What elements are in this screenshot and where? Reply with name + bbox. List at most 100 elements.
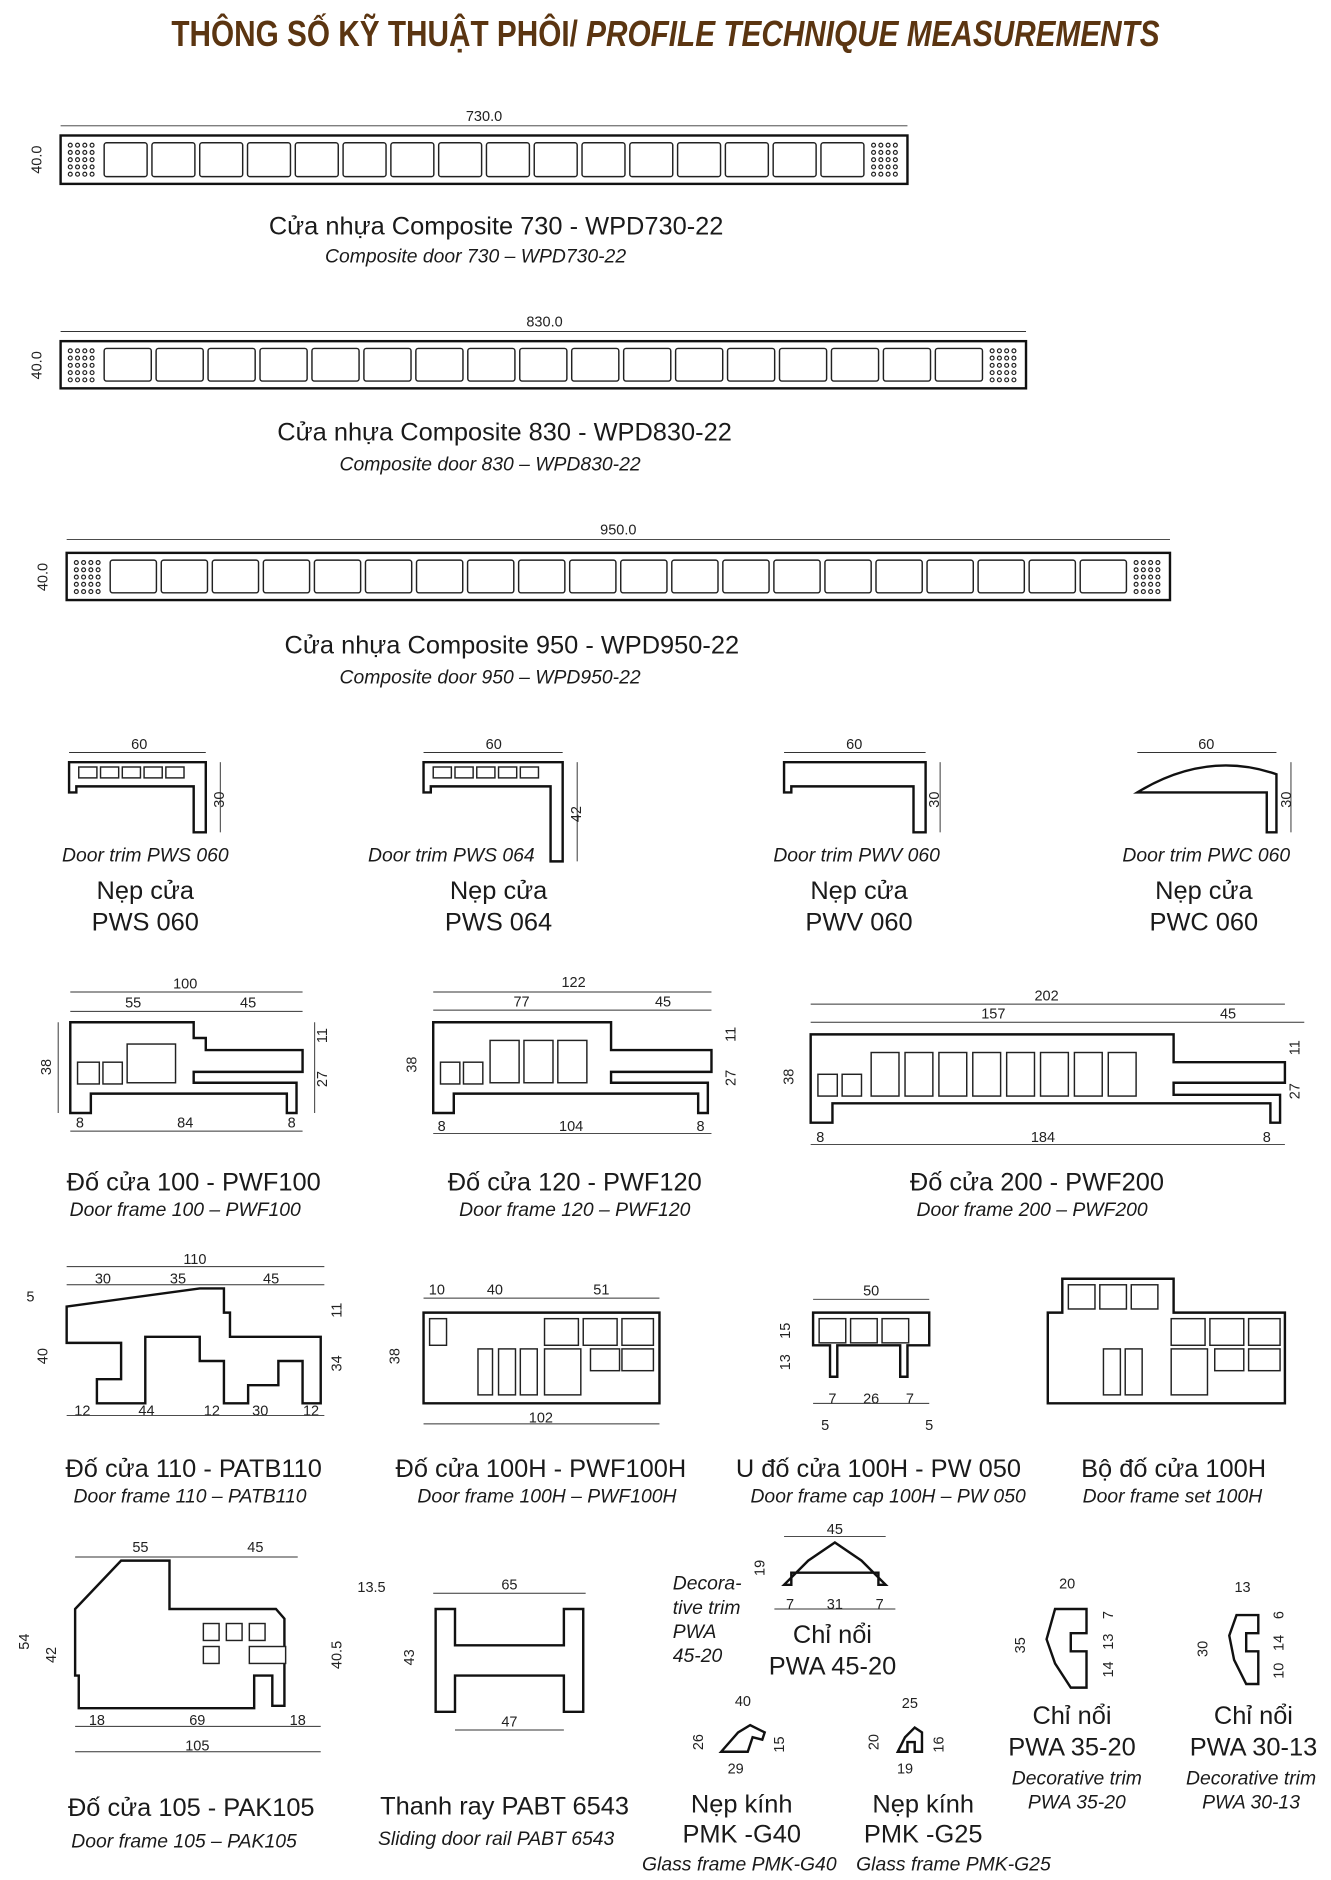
svg-text:25: 25	[902, 1696, 918, 1712]
svg-text:13: 13	[1234, 1580, 1250, 1596]
svg-text:Decora-: Decora-	[673, 1573, 742, 1595]
hole-mark	[67, 142, 73, 148]
dim-width: 830.0	[526, 315, 562, 331]
hole-mark	[67, 348, 73, 354]
profile-label: Cửa nhựa Composite 830 - WPD830-22	[277, 418, 732, 446]
svg-text:13: 13	[778, 1354, 794, 1370]
svg-text:29: 29	[728, 1762, 744, 1778]
svg-text:PWC 060: PWC 060	[1150, 908, 1259, 936]
hole-mark	[89, 142, 95, 148]
hole-mark	[1133, 567, 1139, 573]
svg-text:15: 15	[772, 1736, 788, 1752]
svg-text:Thanh ray PABT 6543: Thanh ray PABT 6543	[380, 1793, 629, 1821]
hole-mark	[885, 171, 891, 177]
chamber-cell	[773, 559, 821, 594]
svg-text:Nẹp cửa: Nẹp cửa	[450, 877, 548, 905]
chamber-cell	[259, 347, 308, 382]
hole-mark	[82, 142, 88, 148]
hole-mark	[82, 149, 88, 155]
svg-text:69: 69	[189, 1713, 205, 1729]
svg-text:Decorative trim: Decorative trim	[1012, 1767, 1142, 1789]
hole-mark	[996, 355, 1002, 361]
hole-mark	[1140, 589, 1146, 595]
hole-mark	[989, 362, 995, 368]
chamber-cell	[882, 347, 932, 382]
hole-mark	[1140, 574, 1146, 580]
chamber-cell	[581, 142, 626, 178]
chamber-cell	[772, 142, 817, 178]
svg-text:13: 13	[1101, 1634, 1117, 1650]
svg-text:18: 18	[290, 1713, 306, 1729]
hole-mark	[996, 362, 1002, 368]
chamber-cell	[313, 559, 362, 594]
svg-text:45: 45	[655, 995, 671, 1011]
hole-mark	[1155, 589, 1161, 595]
chamber-cell	[519, 347, 568, 382]
svg-text:45: 45	[247, 1540, 263, 1556]
hole-mark	[75, 348, 81, 354]
hole-mark	[89, 370, 95, 376]
svg-text:11: 11	[724, 1027, 740, 1042]
chamber-cell	[151, 142, 196, 178]
svg-text:38: 38	[404, 1057, 420, 1073]
chamber-cell	[211, 559, 260, 594]
svg-text:42: 42	[569, 806, 585, 822]
svg-text:55: 55	[125, 996, 141, 1012]
hole-mark	[89, 377, 95, 383]
svg-text:19: 19	[897, 1762, 913, 1778]
svg-text:8: 8	[1263, 1130, 1271, 1146]
hole-mark	[81, 567, 87, 573]
svg-text:7: 7	[876, 1597, 884, 1613]
hole-mark	[1155, 560, 1161, 566]
chamber-cell	[103, 347, 152, 382]
svg-text:35: 35	[170, 1272, 186, 1288]
hole-mark	[1148, 581, 1154, 587]
svg-text:Nẹp kính: Nẹp kính	[691, 1790, 793, 1818]
svg-text:Door trim PWV 060: Door trim PWV 060	[773, 844, 940, 866]
hole-mark	[878, 164, 884, 170]
svg-text:38: 38	[782, 1069, 798, 1085]
svg-text:26: 26	[863, 1391, 879, 1407]
hole-mark	[81, 581, 87, 587]
dim-height: 40.0	[29, 146, 45, 174]
hole-mark	[75, 362, 81, 368]
svg-text:15: 15	[778, 1323, 794, 1339]
hole-mark	[82, 157, 88, 163]
hole-mark	[73, 589, 79, 595]
svg-text:50: 50	[863, 1284, 879, 1300]
chamber-cell	[207, 347, 256, 382]
svg-text:Đố cửa 100H - PWF100H: Đố cửa 100H - PWF100H	[396, 1455, 687, 1483]
hole-mark	[878, 149, 884, 155]
svg-text:Door frame 200 – PWF200: Door frame 200 – PWF200	[916, 1199, 1147, 1221]
chamber-cell	[629, 142, 674, 178]
hole-mark	[89, 348, 95, 354]
svg-text:6: 6	[1272, 1611, 1288, 1619]
hole-mark	[1148, 567, 1154, 573]
hole-mark	[95, 560, 101, 566]
svg-text:PWA 45-20: PWA 45-20	[769, 1652, 897, 1680]
hole-mark	[75, 171, 81, 177]
svg-text:38: 38	[387, 1348, 403, 1364]
trim-3	[782, 752, 941, 834]
hole-mark	[73, 567, 79, 573]
hole-mark	[82, 164, 88, 170]
profile-label: Cửa nhựa Composite 950 - WPD950-22	[285, 631, 740, 659]
chamber-cell	[568, 559, 617, 594]
chamber-cell	[830, 347, 880, 382]
svg-text:Glass frame PMK-G25: Glass frame PMK-G25	[856, 1853, 1051, 1875]
hole-mark	[89, 164, 95, 170]
hole-mark	[885, 157, 891, 163]
svg-text:77: 77	[513, 995, 529, 1011]
hole-mark	[878, 157, 884, 163]
chamber-cell	[1079, 559, 1128, 594]
svg-text:40: 40	[35, 1348, 51, 1364]
svg-text:44: 44	[138, 1403, 154, 1419]
svg-text:Door frame set 100H: Door frame set 100H	[1083, 1486, 1263, 1508]
svg-text:65: 65	[501, 1578, 517, 1594]
hole-mark	[1140, 567, 1146, 573]
hole-mark	[67, 164, 73, 170]
